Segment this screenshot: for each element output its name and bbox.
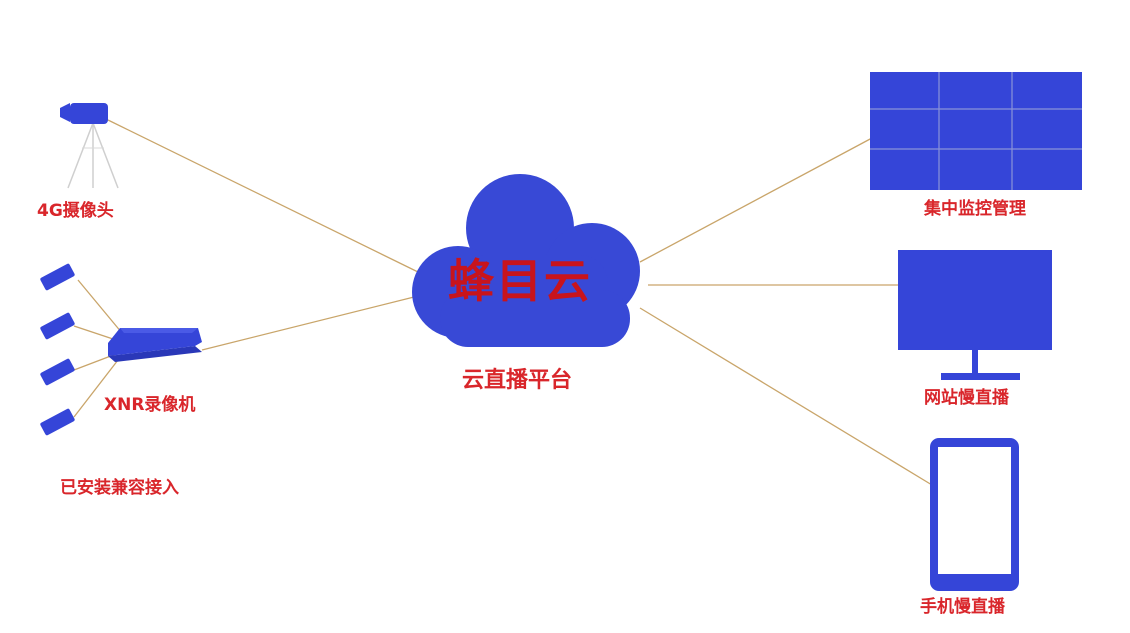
- monitor-wall-icon: [870, 72, 1082, 190]
- desktop-monitor-icon: [898, 250, 1052, 380]
- cloud-icon: [412, 174, 640, 347]
- nvr-recorder-icon: [108, 328, 202, 362]
- 4g-camera-icon: [60, 103, 119, 189]
- link-cam4-recorder: [73, 359, 119, 418]
- cloud-platform-label: 云直播平台: [462, 368, 573, 393]
- cloud-brand-title: 蜂目云: [448, 254, 592, 308]
- monitor-wall-label: 集中监控管理: [924, 199, 1026, 219]
- connector-lines: [73, 119, 933, 486]
- website-label: 网站慢直播: [924, 388, 1009, 408]
- link-recorder-cloud: [201, 296, 415, 351]
- link-camera-cloud: [107, 119, 419, 273]
- camera-icon: [40, 312, 75, 340]
- mobile-label: 手机慢直播: [920, 597, 1005, 617]
- mobile-phone-icon: [930, 438, 1019, 591]
- compat-access-label: 已安装兼容接入: [60, 478, 179, 498]
- recorder-label: XNR录像机: [104, 395, 196, 415]
- link-cam2-recorder: [73, 325, 117, 341]
- link-cloud-monitor-wall: [639, 137, 873, 263]
- link-cam1-recorder: [77, 279, 123, 334]
- camera-icon: [40, 358, 75, 386]
- compatible-cameras: [40, 263, 75, 436]
- camera-label: 4G摄像头: [37, 201, 114, 221]
- camera-icon: [40, 263, 75, 291]
- camera-icon: [40, 408, 75, 436]
- link-cloud-mobile: [639, 307, 933, 486]
